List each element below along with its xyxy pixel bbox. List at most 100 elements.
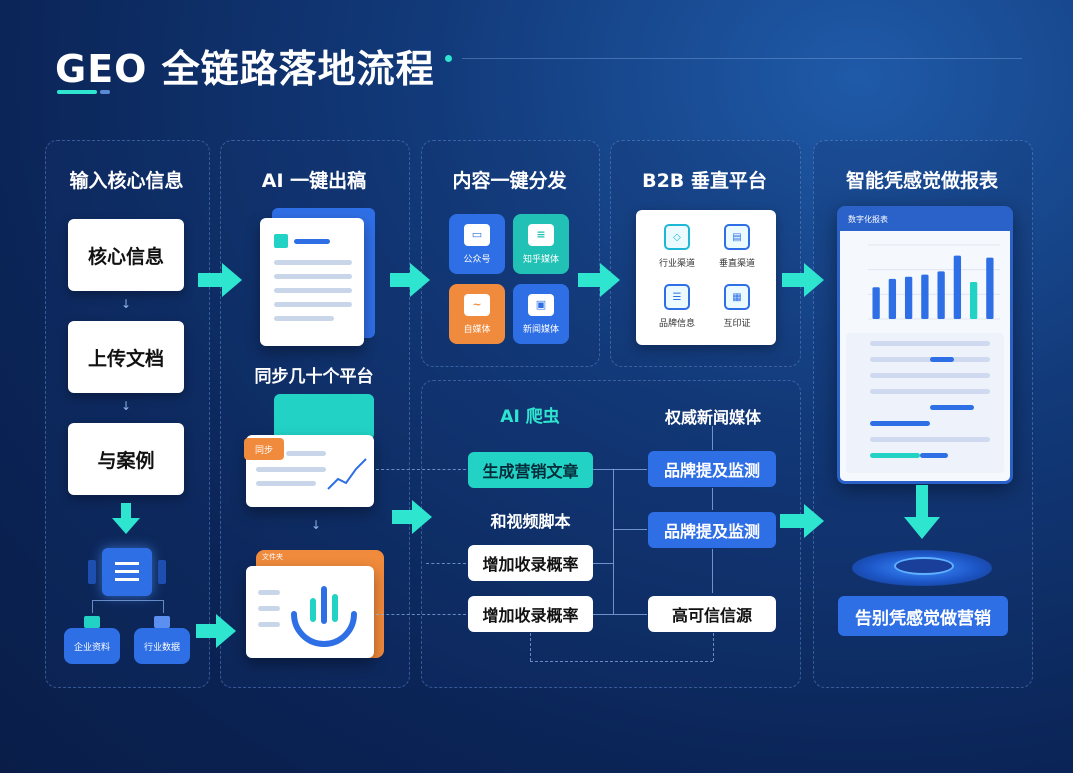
tablet-title: 数字化报表 xyxy=(848,215,888,224)
flow-arrow-shaft xyxy=(780,514,806,528)
company-data-label: 企业资料 xyxy=(73,642,110,653)
file-icon: ▤ xyxy=(724,224,750,250)
tile-zhihu-label: 知乎媒体 xyxy=(522,254,559,265)
tile-self-media[interactable]: ~ 自媒体 xyxy=(449,284,505,344)
brand-mention-button-1[interactable]: 品牌提及监测 xyxy=(648,451,776,487)
document-stack-side-right xyxy=(158,560,166,584)
arrow-down-icon: ↓ xyxy=(120,297,132,311)
increase-rate-button-1[interactable]: 增加收录概率 xyxy=(468,545,593,581)
increase-rate-button-2[interactable]: 增加收录概率 xyxy=(468,596,593,632)
title-underline xyxy=(57,90,97,94)
dashed-connector xyxy=(713,633,714,661)
tile-self-media-label: 自媒体 xyxy=(463,324,491,335)
flow-arrow-icon xyxy=(804,504,824,538)
b2b-card[interactable]: ◇ 行业渠道 ▤ 垂直渠道 ☰ 品牌信息 ▦ 互印证 xyxy=(636,210,776,345)
down-arrow-icon xyxy=(904,517,940,539)
upload-docs-card[interactable]: 上传文档 xyxy=(68,321,184,393)
flow-arrow-shaft xyxy=(390,273,412,287)
b2b-item-label: 行业渠道 xyxy=(658,259,695,269)
report-bar-chart xyxy=(868,244,1000,320)
flow-arrow-shaft xyxy=(578,273,602,287)
dashed-connector xyxy=(426,563,466,564)
chart-bar xyxy=(969,282,978,319)
grid-icon: ▦ xyxy=(724,284,750,310)
sync-tag: 同步 xyxy=(244,438,284,460)
voice-analysis-card[interactable] xyxy=(246,566,374,658)
brand-mention-button-2[interactable]: 品牌提及监测 xyxy=(648,512,776,548)
industry-data-label: 行业数据 xyxy=(143,642,180,653)
industry-data-tile: 行业数据 xyxy=(134,628,190,664)
chart-bar xyxy=(872,287,880,319)
flow-arrow-icon xyxy=(222,263,242,297)
generate-article-button[interactable]: 生成营销文章 xyxy=(468,452,593,488)
teal-chip-icon xyxy=(84,616,100,628)
dashed-connector xyxy=(376,469,466,470)
page-title: GEO 全链路落地流程 xyxy=(55,47,435,91)
sync-platforms-label: 同步几十个平台 xyxy=(254,367,374,387)
ai-heading: AI 一键出稿 xyxy=(261,170,367,192)
folder-tab-label: 文件夹 xyxy=(262,553,283,561)
down-arrow-shaft xyxy=(916,485,928,519)
flow-arrow-shaft xyxy=(196,624,218,638)
trusted-source-button[interactable]: 高可信信源 xyxy=(648,596,776,632)
b2b-item-label: 品牌信息 xyxy=(658,319,695,329)
input-heading: 输入核心信息 xyxy=(69,170,184,192)
arrow-down-icon: ↓ xyxy=(120,399,132,413)
core-info-card[interactable]: 核心信息 xyxy=(68,219,184,291)
ai-crawler-label: AI 爬虫 xyxy=(500,407,560,427)
b2b-item-label: 垂直渠道 xyxy=(718,259,755,269)
dashed-connector xyxy=(530,661,713,662)
horizontal-connector xyxy=(593,469,647,470)
tile-zhihu[interactable]: ≡ 知乎媒体 xyxy=(513,214,569,274)
report-heading: 智能凭感觉做报表 xyxy=(845,170,998,192)
b2b-item-label: 互印证 xyxy=(723,319,751,329)
tile-wechat[interactable]: ▭ 公众号 xyxy=(449,214,505,274)
flow-arrow-shaft xyxy=(782,273,806,287)
chart-bar xyxy=(904,276,913,319)
title-divider xyxy=(462,58,1022,59)
sync-card-header xyxy=(274,394,374,440)
branch-connector xyxy=(92,600,164,613)
chart-bar xyxy=(888,278,897,319)
title-dot xyxy=(445,55,452,62)
b2b-heading: B2B 垂直平台 xyxy=(642,170,767,192)
document-stack-side-left xyxy=(88,560,96,584)
tile-news[interactable]: ▣ 新闻媒体 xyxy=(513,284,569,344)
vertical-connector xyxy=(712,488,713,510)
list-icon: ≡ xyxy=(528,223,554,246)
down-arrow-shaft xyxy=(121,503,131,519)
diamond-icon: ◇ xyxy=(664,224,690,250)
flow-arrow-icon xyxy=(410,263,430,297)
dashed-connector xyxy=(530,633,531,661)
horizontal-connector xyxy=(593,614,647,615)
flow-arrow-icon xyxy=(804,263,824,297)
video-script-label: 和视频脚本 xyxy=(490,512,571,531)
message-icon: ▣ xyxy=(528,293,554,316)
flow-arrow-icon xyxy=(412,500,432,534)
trend-line-icon xyxy=(327,458,367,490)
chart-bar xyxy=(953,255,962,319)
wave-icon: ~ xyxy=(464,293,490,316)
blue-chip-icon xyxy=(154,616,170,628)
platform-disc-inner xyxy=(894,557,954,575)
dashed-connector xyxy=(376,614,466,615)
vertical-connector xyxy=(613,469,614,614)
flow-arrow-shaft xyxy=(198,273,224,287)
tile-news-label: 新闻媒体 xyxy=(522,324,559,335)
chat-icon: ▭ xyxy=(464,223,490,246)
ai-draft-document[interactable] xyxy=(260,218,364,346)
flow-arrow-shaft xyxy=(392,510,414,524)
horizontal-connector xyxy=(593,563,613,564)
title-underline-accent xyxy=(100,90,110,94)
document-icon: ☰ xyxy=(664,284,690,310)
flow-arrow-icon xyxy=(600,263,620,297)
tile-wechat-label: 公众号 xyxy=(463,254,491,265)
chart-bar xyxy=(937,271,945,319)
chart-bar xyxy=(921,274,929,319)
report-tablet[interactable]: 数字化报表 xyxy=(837,206,1013,484)
chart-bar xyxy=(986,257,994,319)
goodbye-guesswork-button[interactable]: 告别凭感觉做营销 xyxy=(838,596,1008,636)
signal-analysis-icon xyxy=(291,586,357,647)
cases-card[interactable]: 与案例 xyxy=(68,423,184,495)
down-arrow-icon xyxy=(112,518,140,534)
